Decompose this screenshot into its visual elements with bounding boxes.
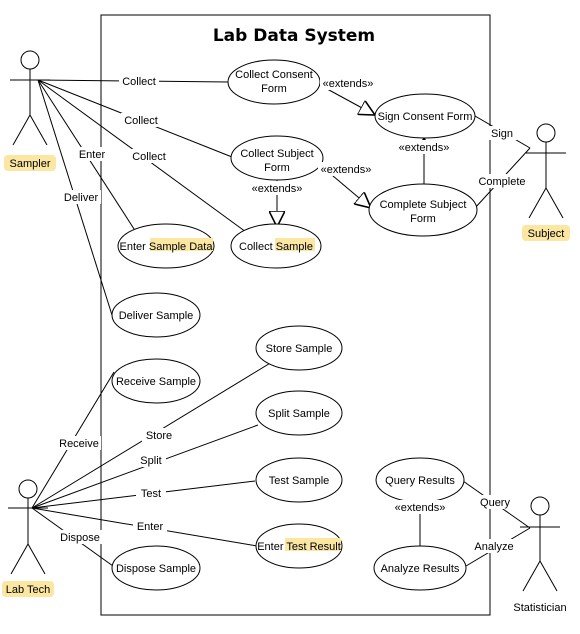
actor-label-sampler: Sampler	[10, 158, 51, 170]
svg-text:Split Sample: Split Sample	[268, 408, 330, 420]
label-split: Split	[140, 455, 161, 467]
svg-text:Collect Subject: Collect Subject	[240, 148, 313, 160]
actor-statistician: Statistician	[513, 496, 567, 614]
use-case-collect-consent-form: Collect Consent Form	[227, 59, 321, 105]
svg-text:Form: Form	[410, 213, 436, 225]
use-case-query-results: Query Results	[375, 457, 465, 503]
use-case-test-sample: Test Sample	[255, 457, 343, 503]
system-boundary	[100, 14, 491, 616]
actor-label-statistician: Statistician	[513, 602, 566, 614]
stick-figure-icon	[526, 123, 566, 219]
svg-text:Receive Sample: Receive Sample	[116, 376, 196, 388]
label-store: Store	[146, 430, 172, 442]
svg-text:Enter Sample Data: Enter Sample Data	[120, 241, 214, 253]
label-collect-sample: Collect	[132, 151, 166, 163]
label-test: Test	[141, 488, 161, 500]
label-receive: Receive	[59, 438, 99, 450]
use-case-store-sample: Store Sample	[255, 325, 343, 371]
svg-text:Analyze Results: Analyze Results	[381, 563, 460, 575]
extends-label-collect-subject: «extends»	[252, 183, 303, 195]
label-enter-result: Enter	[137, 521, 164, 533]
svg-text:Query Results: Query Results	[385, 475, 455, 487]
svg-text:Test Sample: Test Sample	[269, 475, 330, 487]
svg-text:Sign Consent Form: Sign Consent Form	[378, 111, 473, 123]
actor-label-subject: Subject	[528, 228, 565, 240]
label-deliver: Deliver	[64, 192, 99, 204]
use-case-receive-sample: Receive Sample	[111, 358, 201, 404]
system-title: Lab Data System	[213, 26, 375, 46]
stick-figure-icon	[520, 496, 560, 592]
association-labels: Collect Collect Collect Enter Deliver Si…	[57, 74, 529, 553]
stick-figure-icon	[8, 479, 48, 575]
use-case-split-sample: Split Sample	[255, 390, 343, 436]
use-case-sign-consent-form: Sign Consent Form	[374, 93, 476, 139]
actor-subject: Subject	[522, 123, 570, 241]
extends-label-analyze-to-query: «extends»	[395, 502, 446, 514]
use-case-collect-sample: Collect Sample	[230, 223, 322, 269]
svg-text:Form: Form	[264, 162, 290, 174]
extends-label-consent: «extends»	[323, 78, 374, 90]
actor-lab-tech: Lab Tech	[2, 479, 54, 597]
svg-text:Form: Form	[261, 83, 287, 95]
label-dispose: Dispose	[60, 532, 100, 544]
svg-text:Collect Consent: Collect Consent	[235, 69, 313, 81]
svg-text:Enter Test Result: Enter Test Result	[257, 541, 341, 553]
svg-text:Deliver Sample: Deliver Sample	[119, 310, 194, 322]
label-sign: Sign	[491, 128, 513, 140]
svg-text:Complete Subject: Complete Subject	[380, 199, 467, 211]
svg-text:Collect Sample: Collect Sample	[239, 241, 313, 253]
label-query: Query	[480, 497, 510, 509]
extends-label-subject-form: «extends»	[321, 164, 372, 176]
label-complete: Complete	[478, 176, 525, 188]
label-collect-consent: Collect	[122, 76, 156, 88]
extends-label-complete-to-sign: «extends»	[399, 142, 450, 154]
actor-label-lab-tech: Lab Tech	[6, 584, 50, 596]
use-case-enter-sample-data: Enter Sample Data	[117, 223, 215, 269]
svg-text:Dispose Sample: Dispose Sample	[116, 563, 196, 575]
actor-sampler: Sampler	[4, 50, 56, 171]
use-case-dispose-sample: Dispose Sample	[111, 545, 201, 591]
use-case-analyze-results: Analyze Results	[373, 545, 467, 591]
label-collect-subject: Collect	[124, 115, 158, 127]
label-enter: Enter	[79, 149, 106, 161]
use-case-complete-subject-form: Complete Subject Form	[368, 183, 478, 237]
label-analyze: Analyze	[474, 541, 513, 553]
use-case-enter-test-result: Enter Test Result	[255, 523, 343, 569]
svg-text:Store Sample: Store Sample	[266, 343, 333, 355]
use-case-deliver-sample: Deliver Sample	[111, 292, 201, 338]
stick-figure-icon	[10, 50, 50, 146]
extends-labels: «extends» «extends» «extends» «extends» …	[249, 76, 452, 514]
use-case-collect-subject-form: Collect Subject Form	[230, 135, 324, 181]
